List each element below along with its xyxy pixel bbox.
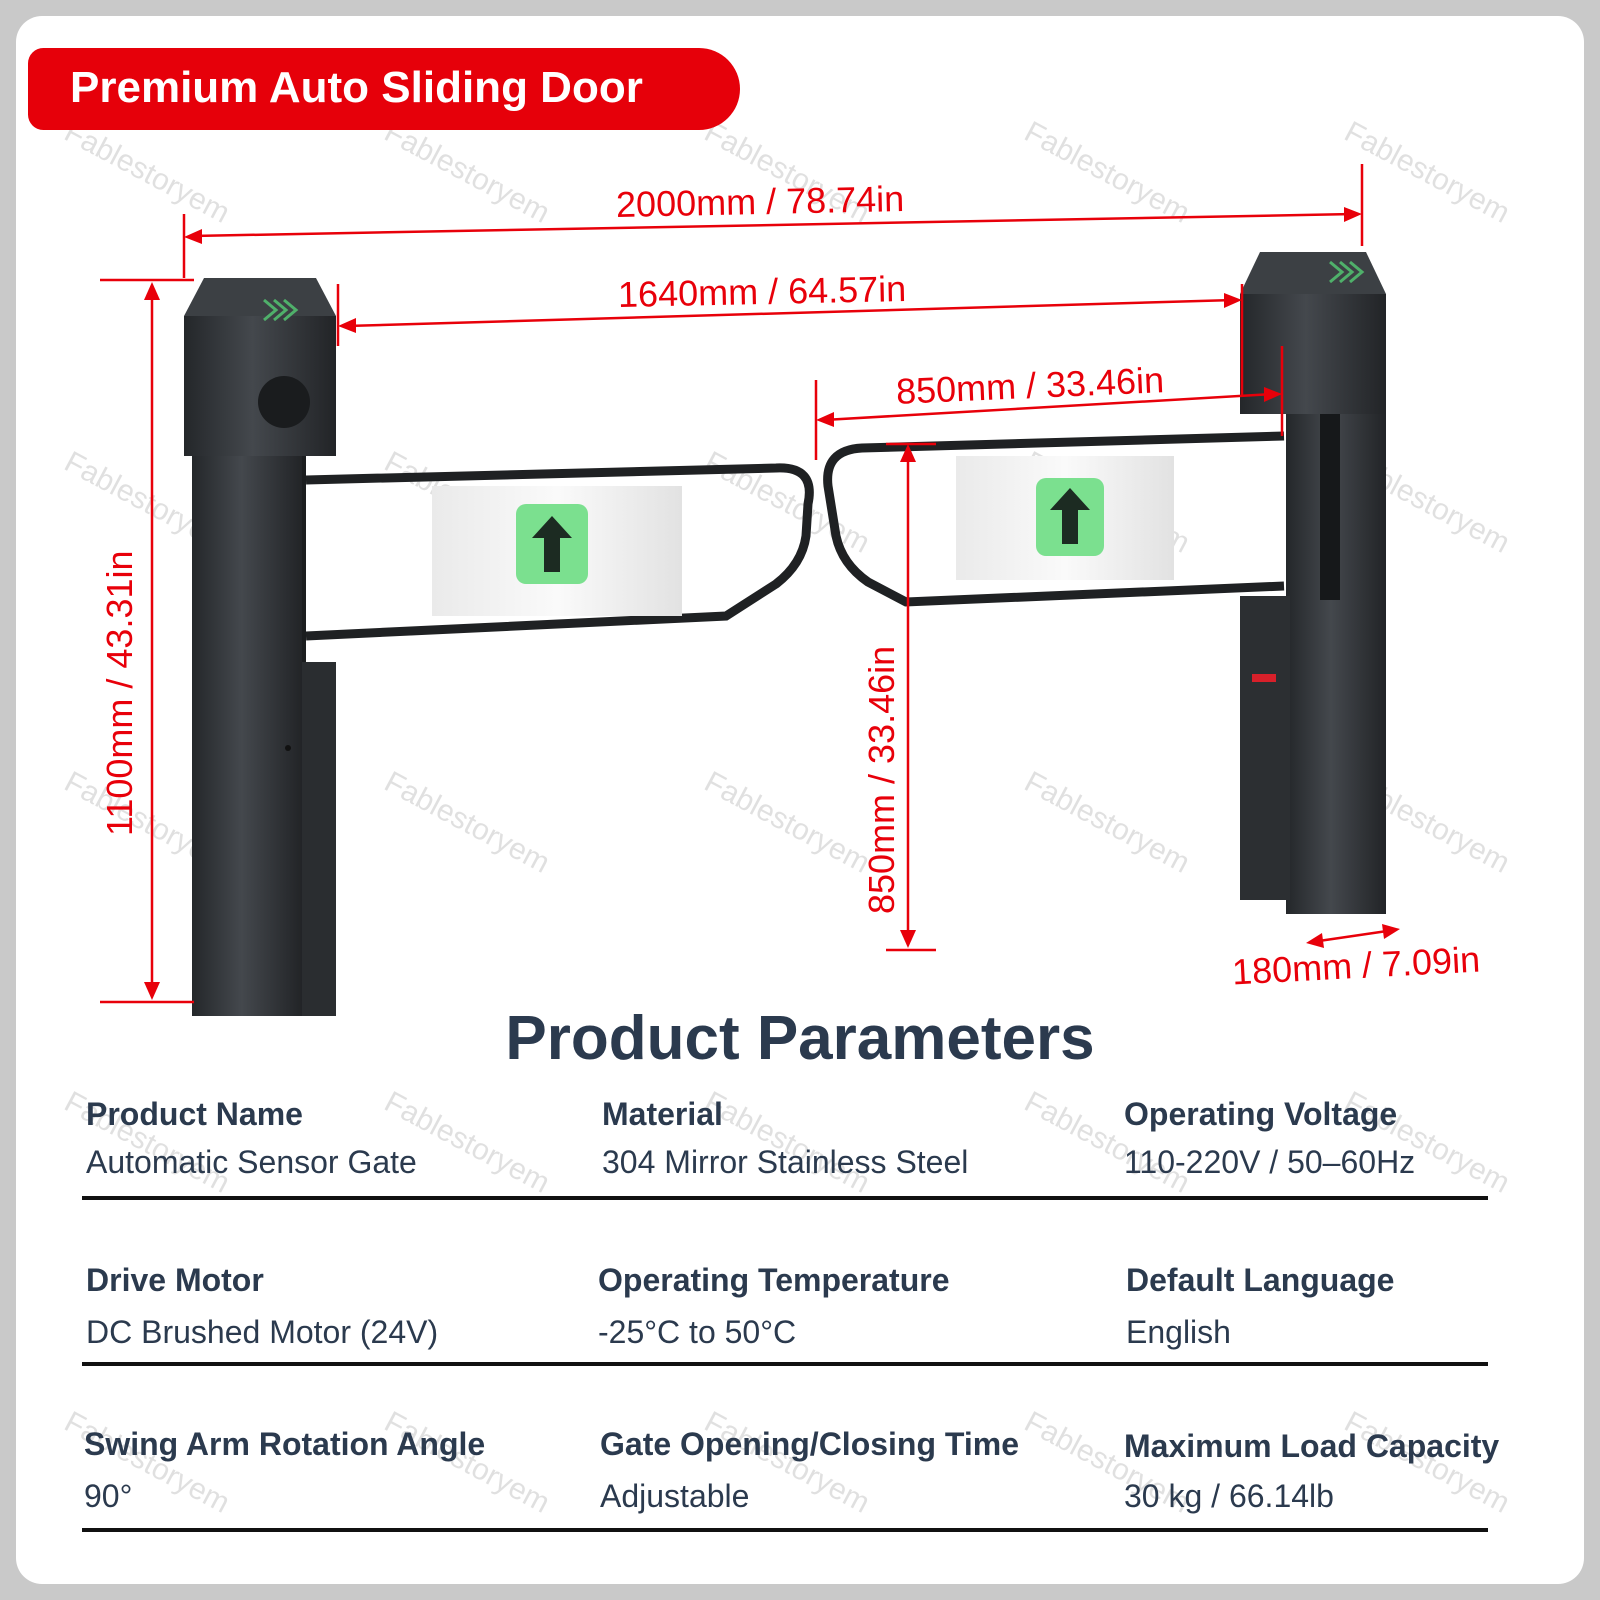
- logo-icon: [263, 298, 299, 322]
- row-divider: [82, 1528, 1488, 1532]
- section-title: Product Parameters: [505, 1004, 1095, 1073]
- dimension-lines: [100, 164, 1400, 1004]
- param-label: Operating Voltage: [1124, 1096, 1398, 1132]
- logo-icon: [1329, 260, 1365, 284]
- param-value: 110-220V / 50–60Hz: [1124, 1144, 1416, 1180]
- param-label: Product Name: [86, 1096, 303, 1132]
- left-post: [184, 278, 336, 1016]
- dimension-arm-height: 850mm / 33.46in: [861, 645, 902, 914]
- param-label: Drive Motor: [86, 1262, 264, 1298]
- title-banner: Premium Auto Sliding Door: [28, 48, 740, 130]
- param-value: English: [1126, 1314, 1231, 1350]
- param-label: Operating Temperature: [598, 1262, 950, 1298]
- up-arrow-icon: [1050, 488, 1090, 544]
- param-label: Gate Opening/Closing Time: [600, 1426, 1020, 1462]
- product-card: Fablestoryem Fablestoryem Fablestoryem F…: [16, 16, 1584, 1584]
- param-label: Default Language: [1126, 1262, 1395, 1298]
- param-label: Material: [602, 1096, 723, 1132]
- banner-title: Premium Auto Sliding Door: [70, 63, 643, 112]
- param-value: DC Brushed Motor (24V): [86, 1314, 439, 1350]
- param-value: -25°C to 50°C: [598, 1314, 797, 1350]
- watermark: Fablestoryem: [379, 1405, 556, 1520]
- row-divider: [82, 1362, 1488, 1366]
- left-swing-arm: [305, 463, 814, 641]
- param-value: Automatic Sensor Gate: [86, 1144, 417, 1180]
- param-label: Swing Arm Rotation Angle: [84, 1426, 486, 1462]
- row-divider: [82, 1196, 1488, 1200]
- dimension-height: 1100mm / 43.31in: [99, 550, 140, 836]
- gate-illustration: [100, 164, 1400, 1016]
- up-arrow-icon: [532, 516, 572, 572]
- param-value: Adjustable: [600, 1478, 750, 1514]
- watermark: Fablestoryem: [379, 1085, 556, 1200]
- param-label: Maximum Load Capacity: [1124, 1428, 1500, 1464]
- param-value: 30 kg / 66.14lb: [1124, 1478, 1334, 1514]
- param-value: 304 Mirror Stainless Steel: [602, 1144, 969, 1180]
- param-value: 90°: [84, 1478, 133, 1514]
- dimension-passage-width: 1640mm / 64.57in: [617, 267, 907, 316]
- sensor-eye-icon: [258, 376, 310, 428]
- right-swing-arm: [823, 431, 1285, 607]
- dimension-overall-width: 2000mm / 78.74in: [615, 177, 905, 226]
- watermark: Fablestoryem: [699, 1085, 876, 1200]
